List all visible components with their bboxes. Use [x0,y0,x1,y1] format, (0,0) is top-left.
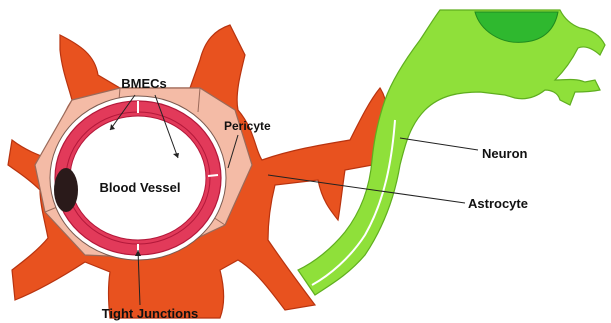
blood-vessel-lumen [70,116,206,240]
blood-vessel-label: Blood Vessel [100,180,181,195]
nucleus [54,168,78,212]
pericyte-label: Pericyte [224,119,271,133]
bmecs-label: BMECs [121,76,167,91]
tight-junctions-label: Tight Junctions [102,306,199,321]
neuron-label: Neuron [482,146,528,161]
astrocyte-label: Astrocyte [468,196,528,211]
vessel-rings [50,96,226,260]
